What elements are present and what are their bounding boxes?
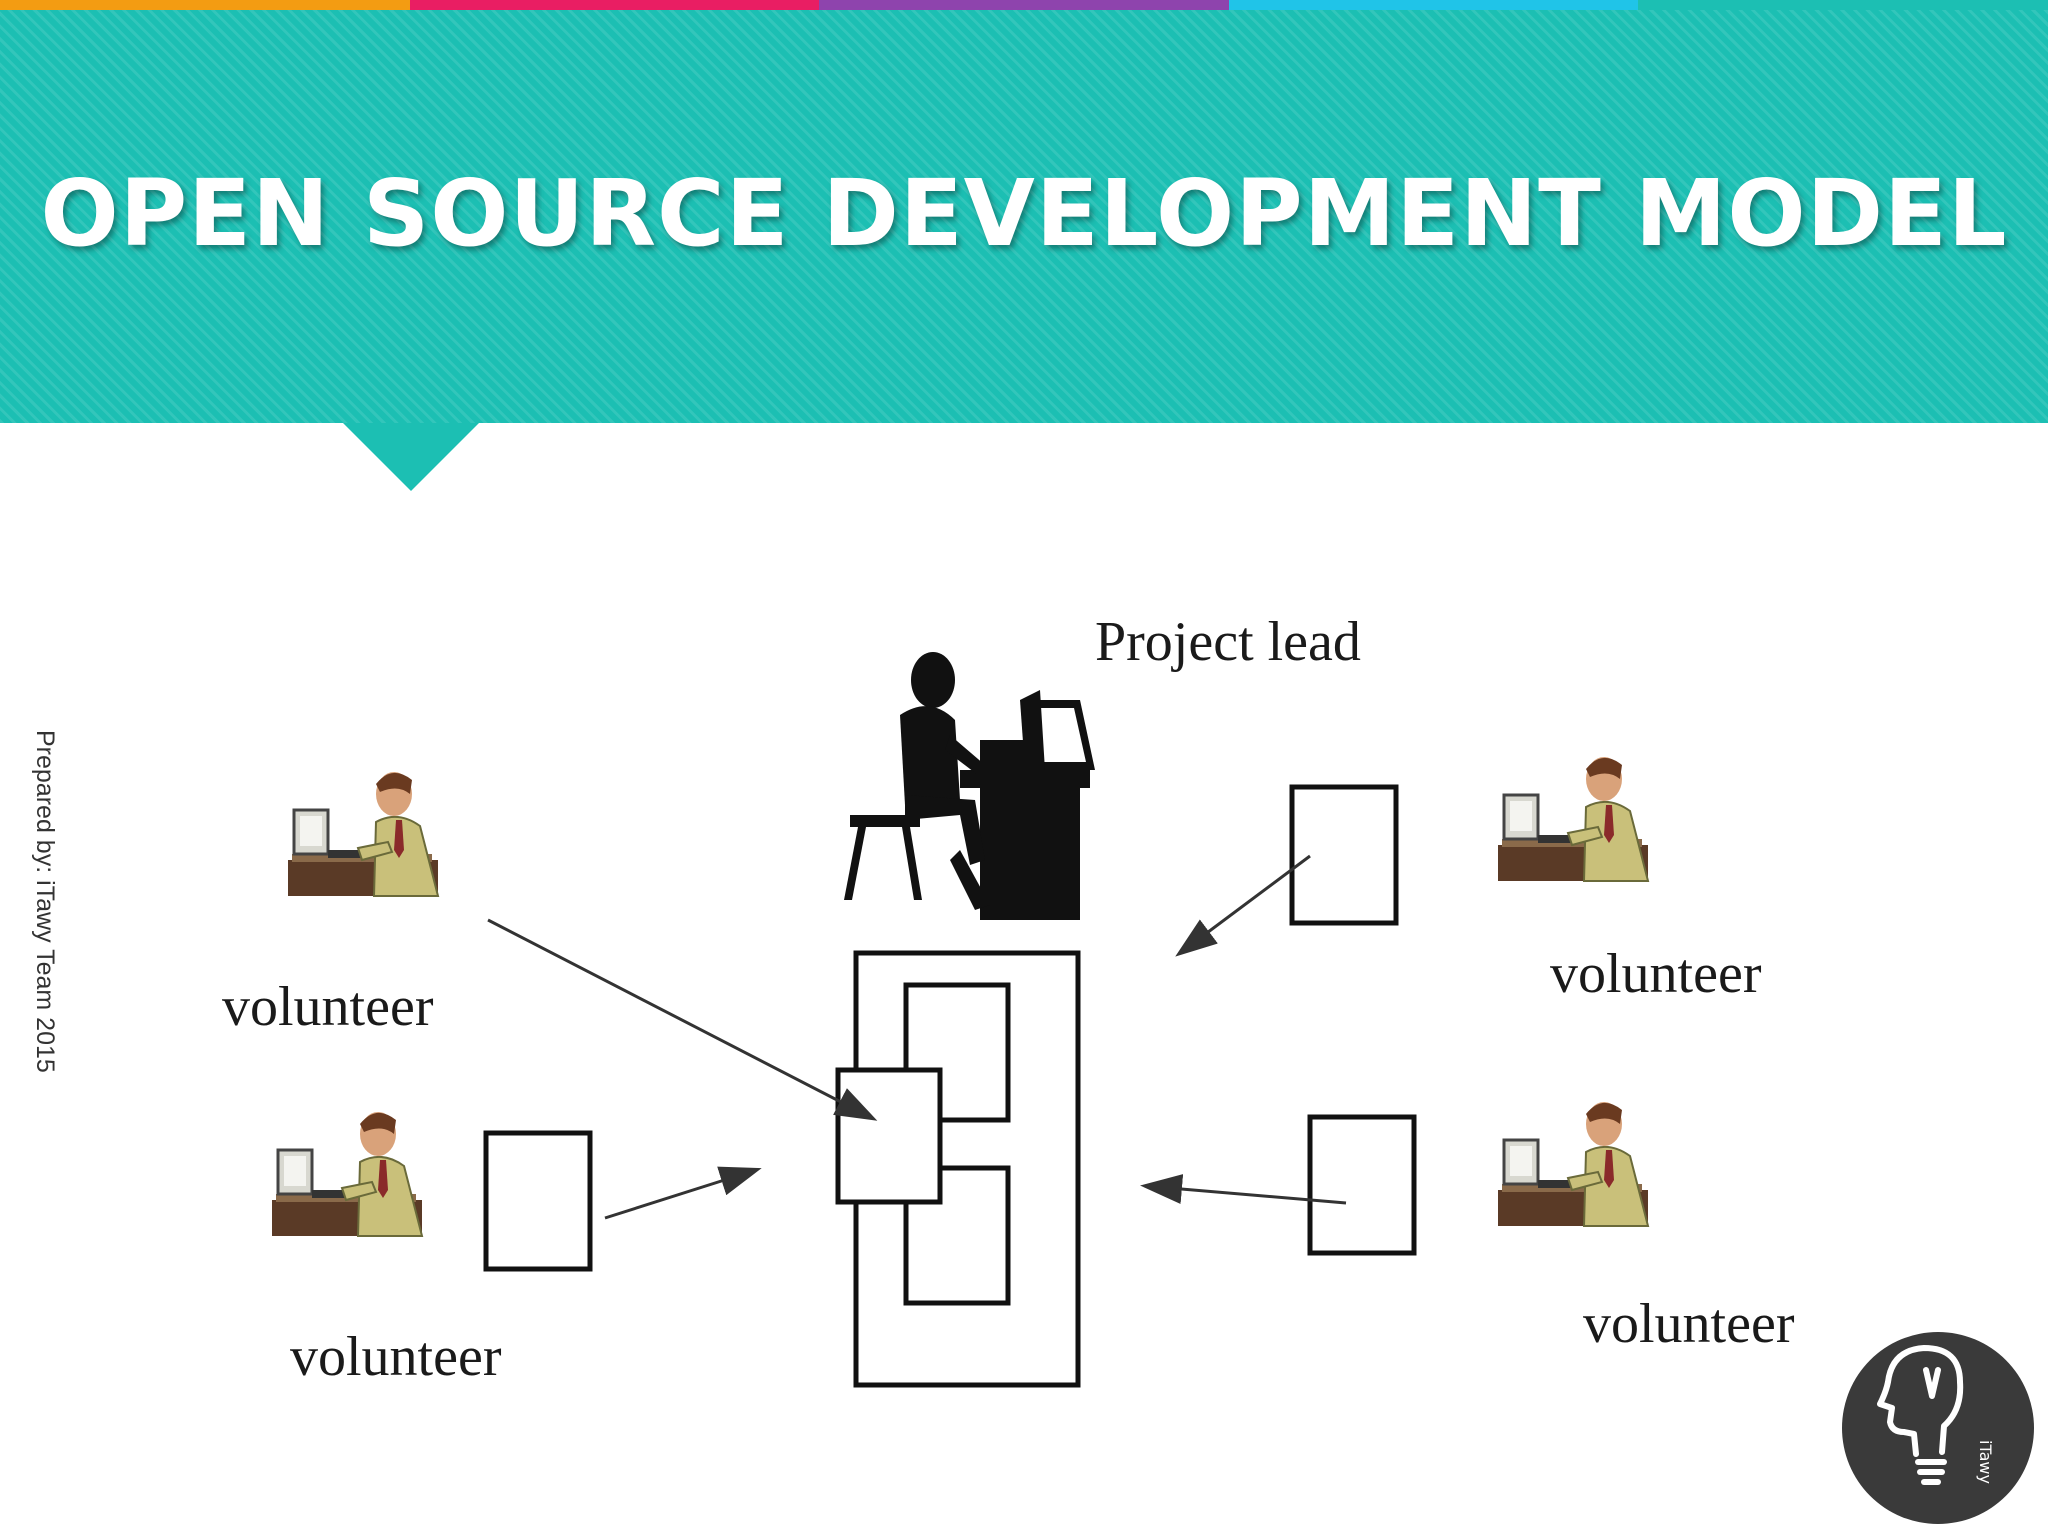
volunteer-bottom-right-icon bbox=[1496, 1100, 1650, 1228]
volunteer-bottom-left-icon bbox=[270, 1110, 424, 1238]
topbar-segment-purple bbox=[819, 0, 1229, 10]
volunteer-top-left-label: volunteer bbox=[222, 976, 434, 1038]
slide-title: OPEN SOURCE DEVELOPMENT MODEL bbox=[40, 160, 2008, 267]
arrow-top-right-to-project bbox=[1175, 854, 1311, 957]
project-lead-icon bbox=[844, 652, 1095, 920]
volunteer-top-right-label: volunteer bbox=[1550, 943, 1762, 1005]
topbar-segment-orange bbox=[0, 0, 410, 10]
arrow-top-left-to-project bbox=[487, 918, 878, 1121]
project-codebase bbox=[835, 950, 1081, 1388]
title-banner bbox=[0, 10, 2048, 423]
lightbulb-head-icon bbox=[1877, 1345, 1964, 1485]
volunteer-top-right-contribution bbox=[1292, 787, 1396, 923]
volunteer-bottom-right-label: volunteer bbox=[1583, 1293, 1795, 1355]
arrow-bottom-right-to-project bbox=[1140, 1174, 1347, 1205]
volunteer-top-left-icon bbox=[286, 770, 440, 898]
volunteer-top-right-icon bbox=[1496, 755, 1650, 883]
volunteer-bottom-left-label: volunteer bbox=[290, 1326, 502, 1388]
topbar-segment-cyan bbox=[1228, 0, 1639, 10]
volunteer-bottom-left-contribution bbox=[486, 1133, 590, 1269]
itawy-logo: iTawy bbox=[1842, 1332, 2034, 1524]
logo-text: iTawy bbox=[1976, 1440, 1995, 1484]
banner-notch bbox=[343, 423, 479, 491]
volunteer-bottom-right-contribution bbox=[1310, 1117, 1414, 1253]
project-lead-label: Project lead bbox=[1095, 611, 1361, 673]
topbar-segment-teal bbox=[1638, 0, 2048, 10]
topbar-segment-pink bbox=[409, 0, 820, 10]
arrow-bottom-left-to-project bbox=[604, 1166, 762, 1220]
top-color-bar bbox=[0, 0, 2048, 10]
